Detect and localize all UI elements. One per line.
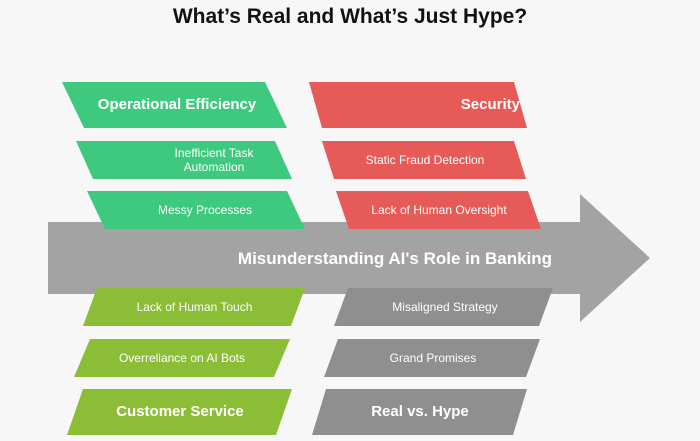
cause-misaligned-strategy-shape [334,288,553,326]
cause-messy-processes-shape [87,191,305,229]
cause-lack-of-human-oversight-shape [336,191,541,229]
heading-operational-efficiency-shape [62,82,287,128]
page-title: What’s Real and What’s Just Hype? [172,5,528,28]
cause-grand-promises-shape [324,339,540,377]
cause-static-fraud-detection-shape [322,141,526,179]
cause-overreliance-on-ai-bots-shape [74,339,290,377]
heading-real-vs-hype-shape [312,389,527,435]
cause-lack-of-human-touch-shape [83,288,305,326]
cause-inefficient-task-automation-shape [76,141,292,179]
heading-customer-service-shape [67,389,292,435]
heading-security-shape [309,82,527,128]
